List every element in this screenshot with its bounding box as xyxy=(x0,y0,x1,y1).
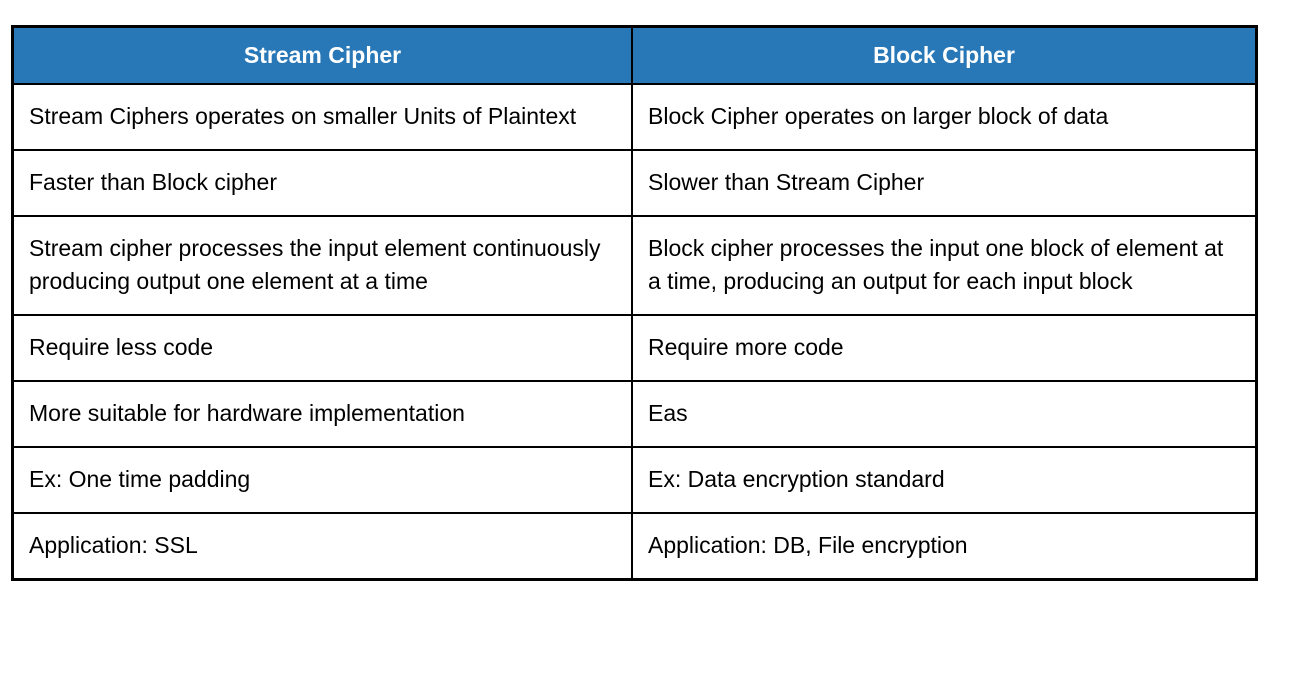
cell-block-application: Application: DB, File encryption xyxy=(631,512,1258,581)
table-row: Stream Ciphers operates on smaller Units… xyxy=(11,83,1258,151)
header-row: Stream Cipher Block Cipher xyxy=(11,25,1258,85)
cell-block-example: Ex: Data encryption standard xyxy=(631,446,1258,514)
comparison-table-container: Stream Cipher Block Cipher Stream Cipher… xyxy=(11,25,1258,581)
header-cell-stream-cipher: Stream Cipher xyxy=(11,25,633,85)
table-row: Application: SSL Application: DB, File e… xyxy=(11,512,1258,581)
cell-stream-application: Application: SSL xyxy=(11,512,633,581)
cell-block-hardware: Eas xyxy=(631,380,1258,448)
cipher-comparison-table: Stream Cipher Block Cipher Stream Cipher… xyxy=(11,25,1258,581)
cell-stream-processing: Stream cipher processes the input elemen… xyxy=(11,215,633,316)
cell-stream-example: Ex: One time padding xyxy=(11,446,633,514)
cell-stream-units: Stream Ciphers operates on smaller Units… xyxy=(11,83,633,151)
header-cell-block-cipher: Block Cipher xyxy=(631,25,1258,85)
cell-stream-speed: Faster than Block cipher xyxy=(11,149,633,217)
cell-stream-code: Require less code xyxy=(11,314,633,382)
cell-block-speed: Slower than Stream Cipher xyxy=(631,149,1258,217)
table-row: Require less code Require more code xyxy=(11,314,1258,382)
table-row: More suitable for hardware implementatio… xyxy=(11,380,1258,448)
cell-block-code: Require more code xyxy=(631,314,1258,382)
cell-stream-hardware: More suitable for hardware implementatio… xyxy=(11,380,633,448)
table-row: Faster than Block cipher Slower than Str… xyxy=(11,149,1258,217)
table-row: Stream cipher processes the input elemen… xyxy=(11,215,1258,316)
cell-block-units: Block Cipher operates on larger block of… xyxy=(631,83,1258,151)
cell-block-processing: Block cipher processes the input one blo… xyxy=(631,215,1258,316)
table-row: Ex: One time padding Ex: Data encryption… xyxy=(11,446,1258,514)
